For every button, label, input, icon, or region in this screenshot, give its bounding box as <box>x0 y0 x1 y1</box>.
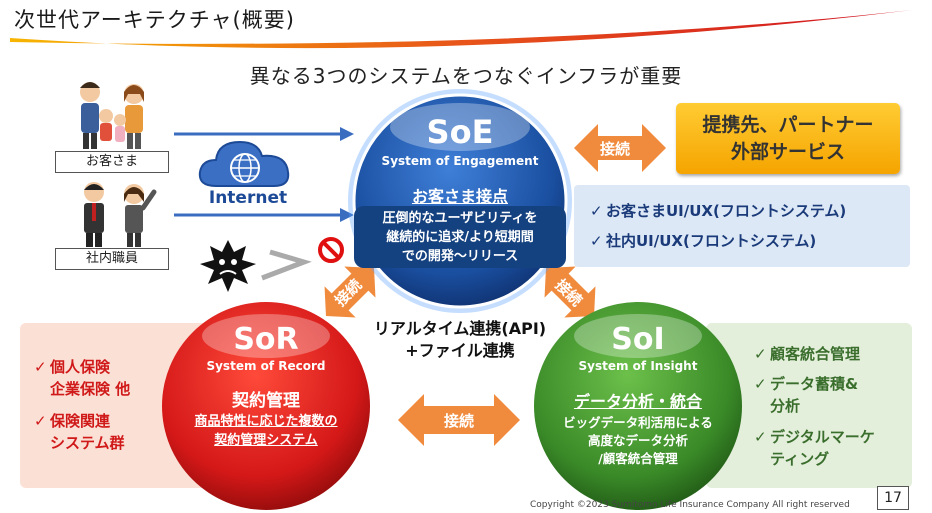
soe-soi-connection-arrow <box>544 266 596 318</box>
sor-heading: 契約管理 <box>232 391 300 411</box>
partner-connection-label: 接続 <box>600 140 631 158</box>
page-number: 17 <box>877 486 909 510</box>
title-swoosh <box>10 10 912 49</box>
soi-point: ✓顧客統合管理 <box>754 345 861 363</box>
sor-desc-line: 契約管理システム <box>214 433 318 448</box>
check-icon: ✓ <box>754 428 767 446</box>
sor-soi-connection-arrow <box>398 394 520 446</box>
blocked-attack-illustration <box>200 237 344 292</box>
copyright: Copyright ©2023 Sumitomo Life Insurance … <box>530 500 850 510</box>
employees-illustration <box>84 182 157 247</box>
sor-soi-connection-label: 接続 <box>444 412 475 430</box>
soe-point: ✓社内UI/UX(フロントシステム) <box>590 232 817 250</box>
integration-line: +ファイル連携 <box>405 341 515 360</box>
partner-line: 外部サービス <box>730 140 845 163</box>
soi-full-name: System of Insight <box>578 359 698 373</box>
integration-label: リアルタイム連携(API) +ファイル連携 <box>350 318 570 362</box>
partner-line: 提携先、パートナー <box>702 113 874 136</box>
soe-point: ✓お客さまUI/UX(フロントシステム) <box>590 202 847 220</box>
soe-sor-connection-arrow <box>324 266 376 318</box>
sor-name: SoR <box>233 322 299 357</box>
check-icon: ✓ <box>34 412 47 430</box>
soe-desc-line: での開発〜リリース <box>401 249 519 264</box>
internet-cloud-icon <box>198 140 290 187</box>
soi-desc-line: /顧客統合管理 <box>598 451 678 466</box>
check-icon: ✓ <box>754 345 767 363</box>
customer-label: お客さま <box>55 151 169 173</box>
soi-heading: データ分析・統合 <box>573 392 702 411</box>
check-icon: ✓ <box>34 358 47 376</box>
sor-desc: 商品特性に応じた複数の 契約管理システム <box>188 412 344 450</box>
sor-full-name: System of Record <box>206 359 326 373</box>
soe-heading: お客さま接点 <box>411 187 508 206</box>
soi-name: SoI <box>611 322 665 357</box>
soi-desc-line: 高度なデータ分析 <box>587 433 688 448</box>
check-icon: ✓ <box>590 232 603 250</box>
subtitle: 異なる3つのシステムをつなぐインフラが重要 <box>249 64 683 88</box>
sor-circle <box>162 302 370 510</box>
check-icon: ✓ <box>754 375 767 393</box>
employee-label: 社内職員 <box>55 248 169 270</box>
soe-points-panel <box>574 185 910 267</box>
soi-desc-line: ビッグデータ利活用による <box>563 415 713 430</box>
soi-point: ✓デジタルマーケ ティング <box>754 428 875 468</box>
partner-services-box: 提携先、パートナー 外部サービス <box>676 103 900 174</box>
soe-desc-line: 圧倒的なユーザビリティを <box>382 211 538 226</box>
soi-desc: ビッグデータ利活用による 高度なデータ分析 /顧客統合管理 <box>548 414 728 468</box>
family-illustration <box>80 82 144 149</box>
soe-desc-line: 継続的に追求/より短期間 <box>386 230 534 245</box>
soe-full-name: System of Engagement <box>381 154 539 168</box>
soi-point: ✓データ蓄積& 分析 <box>754 375 859 415</box>
partner-connection-arrow <box>574 124 666 172</box>
user-access-arrows <box>174 127 354 222</box>
sor-point: ✓個人保険 企業保険 他 <box>34 358 131 398</box>
page-title: 次世代アーキテクチャ(概要) <box>14 8 295 32</box>
check-icon: ✓ <box>590 202 603 220</box>
soi-circle <box>534 302 742 510</box>
integration-line: リアルタイム連携(API) <box>373 319 547 338</box>
soe-name: SoE <box>426 113 494 151</box>
sor-point: ✓保険関連 システム群 <box>34 412 125 452</box>
sor-desc-line: 商品特性に応じた複数の <box>194 414 338 429</box>
soe-desc-box: 圧倒的なユーザビリティを 継続的に追求/より短期間 での開発〜リリース <box>354 206 566 268</box>
internet-label: Internet <box>208 188 288 208</box>
